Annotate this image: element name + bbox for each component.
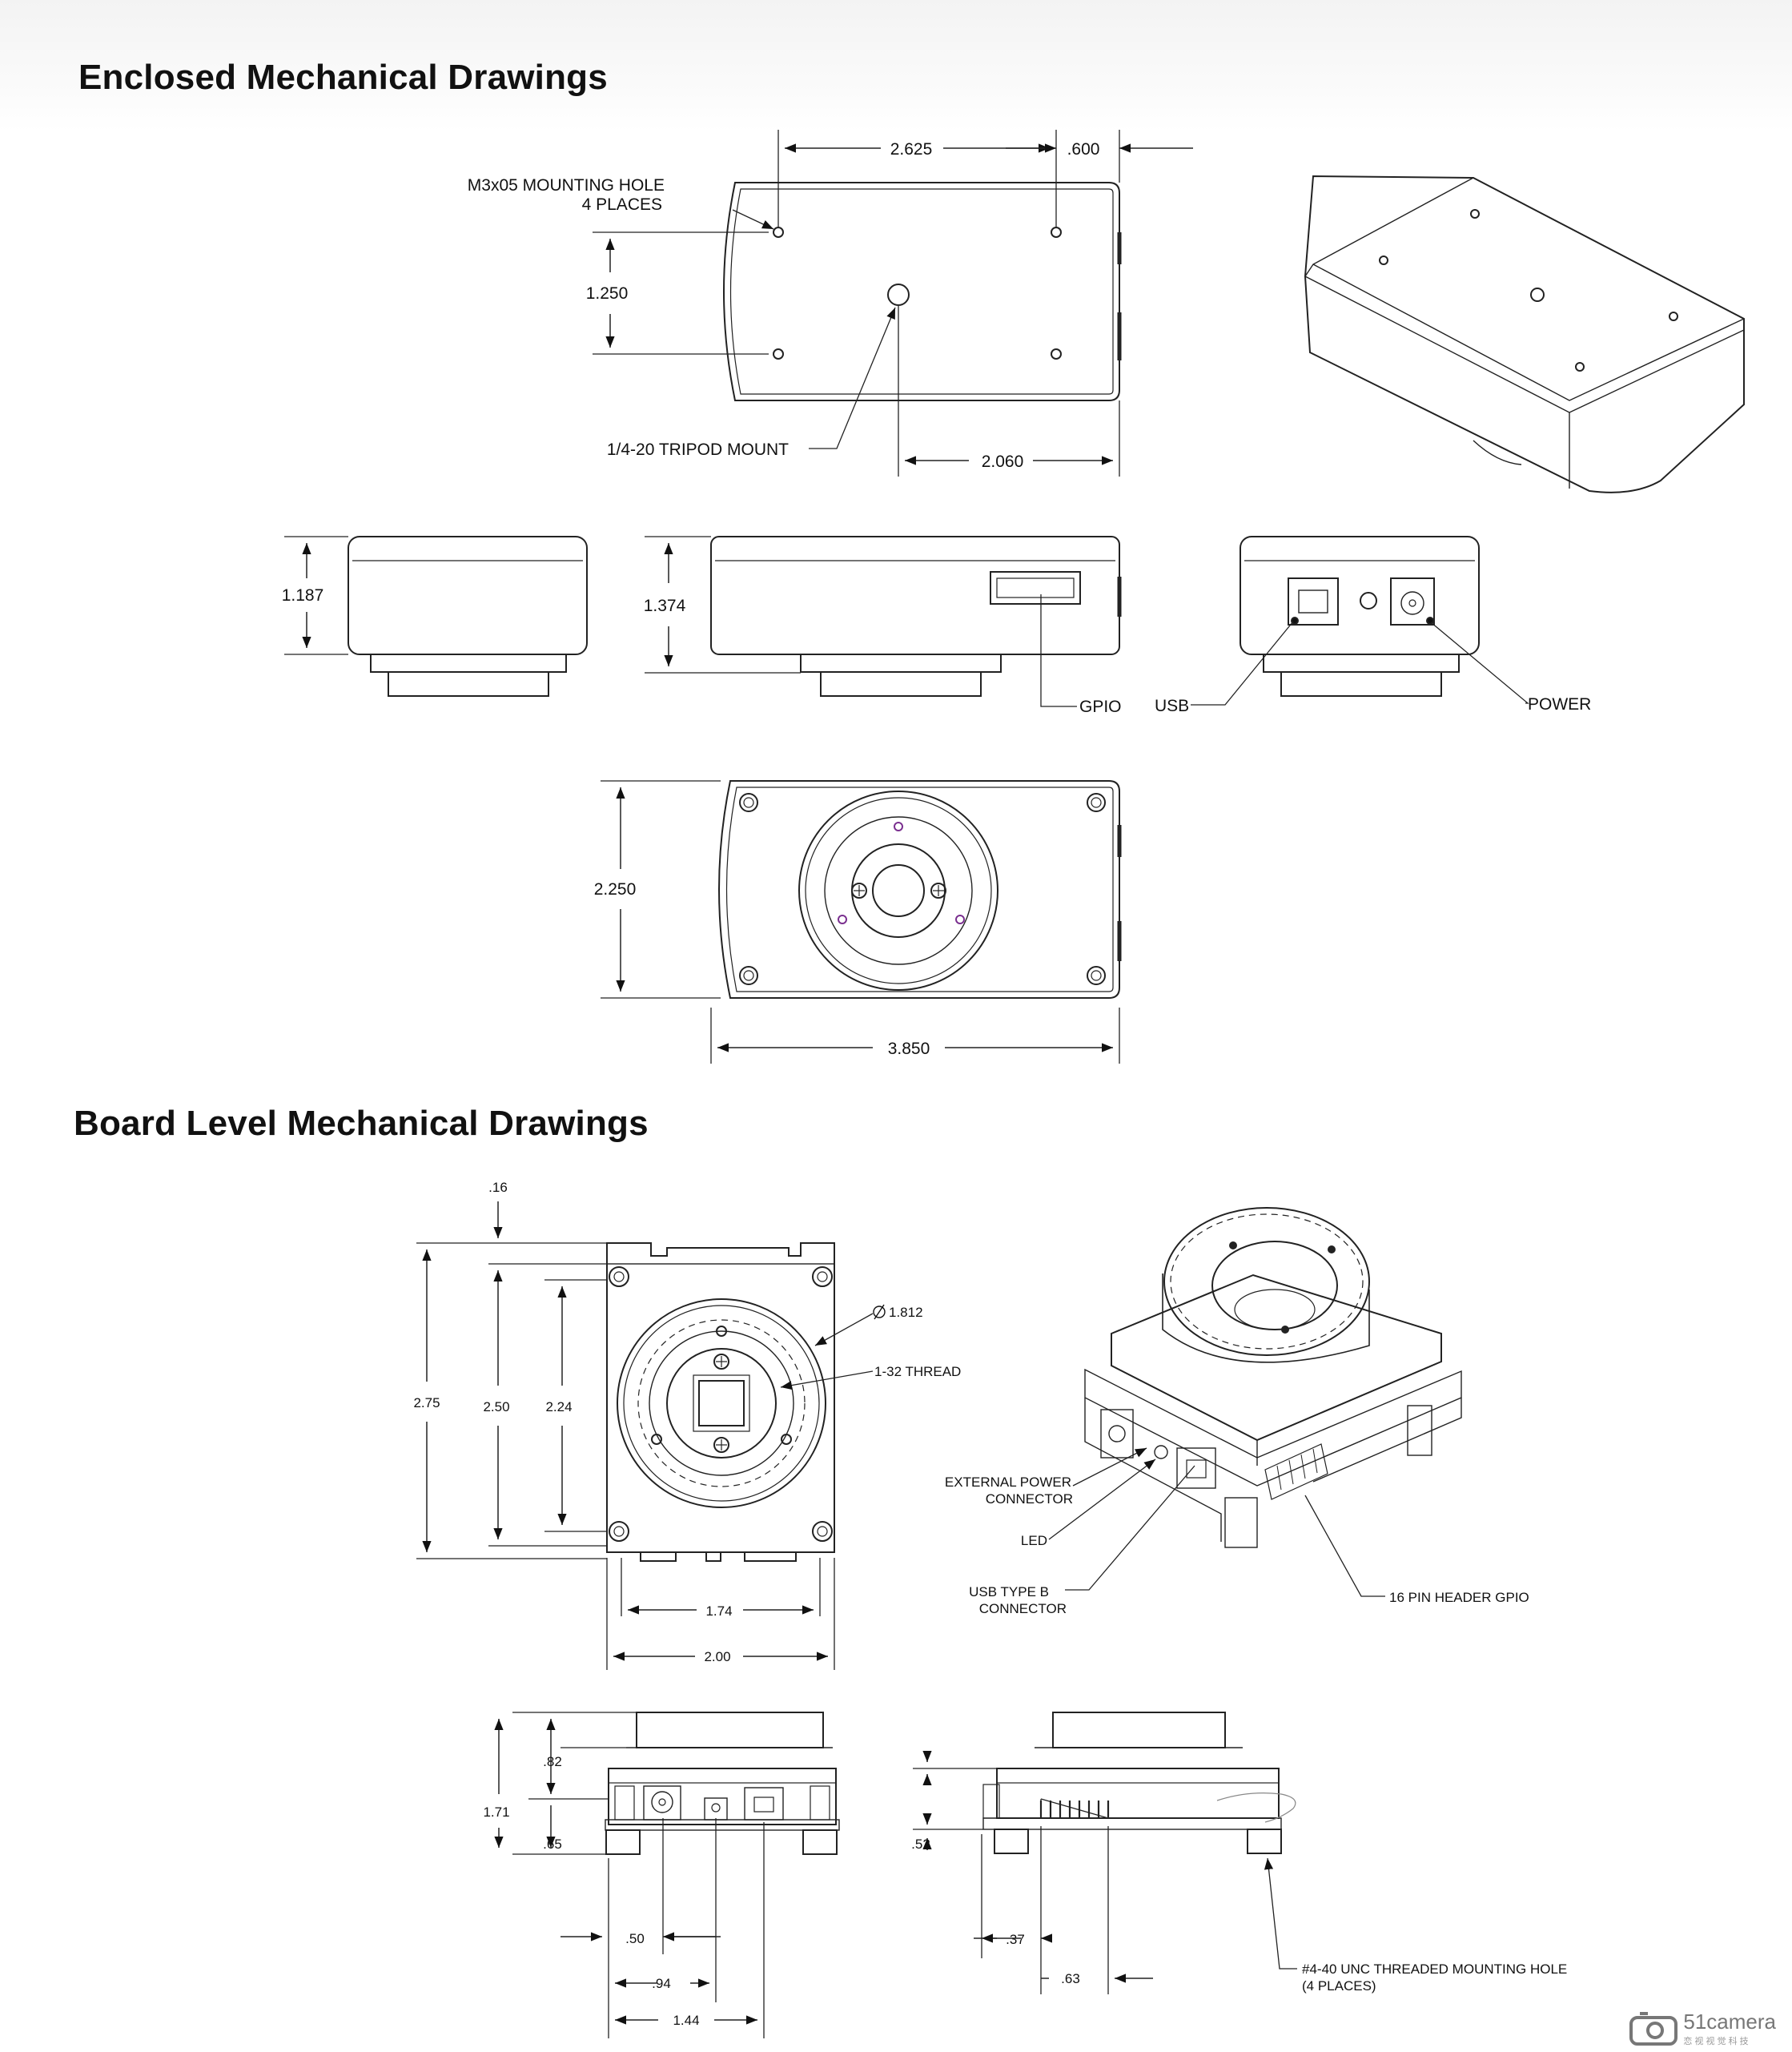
board-front-view bbox=[416, 1201, 874, 1670]
dim-side-height-b: 1.374 bbox=[644, 597, 686, 615]
dim-side-e: 1.44 bbox=[673, 2013, 699, 2028]
callout-usb: USB bbox=[1155, 697, 1189, 715]
watermark-brand: 51camera bbox=[1683, 2010, 1776, 2034]
enclosed-side-view-gpio bbox=[645, 536, 1122, 707]
sensor-icon bbox=[698, 1380, 745, 1426]
enclosed-side-view-left bbox=[284, 536, 588, 697]
board-side-view-left bbox=[494, 1712, 840, 2038]
lens-mount-icon bbox=[798, 791, 998, 991]
dim-board-h1: 2.75 bbox=[413, 1395, 440, 1410]
dim-side-a: .82 bbox=[543, 1754, 562, 1769]
watermark: 51camera 恋 视 视 觉 科 技 bbox=[1629, 2010, 1776, 2047]
gpio-connector-icon bbox=[990, 571, 1081, 605]
dim-right-a: .52 bbox=[911, 1837, 930, 1852]
dim-right-b: .37 bbox=[1006, 1932, 1025, 1947]
dim-board-h2: 2.50 bbox=[483, 1399, 509, 1414]
callout-usb-b-2: CONNECTOR bbox=[979, 1601, 1067, 1616]
callout-gpio: GPIO bbox=[1079, 698, 1122, 716]
callout-led: LED bbox=[1021, 1533, 1047, 1548]
enclosed-heading: Enclosed Mechanical Drawings bbox=[78, 58, 608, 97]
board-side-view-right bbox=[913, 1712, 1297, 1994]
callout-mounting-hole: M3x05 MOUNTING HOLE bbox=[468, 176, 665, 195]
lens-ring-icon bbox=[617, 1298, 826, 1508]
dim-top-edge: .600 bbox=[1067, 140, 1100, 159]
callout-mount-hole-1: #4-40 UNC THREADED MOUNTING HOLE bbox=[1302, 1961, 1567, 1977]
dim-side-total: 1.71 bbox=[483, 1805, 509, 1820]
dim-front-width: 3.850 bbox=[888, 1040, 930, 1058]
board-heading: Board Level Mechanical Drawings bbox=[74, 1104, 649, 1143]
dim-board-w1: 1.74 bbox=[705, 1603, 732, 1619]
callout-tripod-mount: 1/4-20 TRIPOD MOUNT bbox=[607, 441, 789, 459]
power-jack-icon bbox=[1390, 577, 1435, 626]
board-iso-view bbox=[1048, 1207, 1462, 1597]
dim-side-height-a: 1.187 bbox=[282, 586, 324, 605]
enclosed-iso-view bbox=[1304, 175, 1745, 493]
enclosed-top-view bbox=[593, 130, 1193, 477]
callout-power: POWER bbox=[1528, 695, 1591, 714]
enclosed-back-view bbox=[1191, 536, 1529, 706]
diameter-icon bbox=[873, 1304, 886, 1320]
led-icon bbox=[1360, 592, 1377, 610]
usb-port-icon bbox=[1288, 577, 1339, 626]
dim-side-b: .65 bbox=[543, 1837, 562, 1852]
callout-mount-hole-2: (4 PLACES) bbox=[1302, 1978, 1376, 1994]
dim-side-c: .50 bbox=[625, 1931, 645, 1946]
dim-board-h3: 2.24 bbox=[545, 1399, 572, 1414]
dim-right-c: .63 bbox=[1061, 1971, 1080, 1986]
dim-tripod: 2.060 bbox=[982, 453, 1024, 471]
dim-board-top: .16 bbox=[488, 1180, 508, 1195]
enclosed-front-view bbox=[601, 780, 1122, 1064]
callout-mounting-qty: 4 PLACES bbox=[582, 195, 662, 214]
callout-ext-power-2: CONNECTOR bbox=[986, 1491, 1073, 1507]
callout-diameter: 1.812 bbox=[889, 1305, 923, 1320]
camera-logo-icon bbox=[1629, 2011, 1678, 2046]
callout-ext-power-1: EXTERNAL POWER bbox=[945, 1475, 1071, 1490]
callout-16pin-gpio: 16 PIN HEADER GPIO bbox=[1389, 1590, 1529, 1605]
dim-board-w2: 2.00 bbox=[704, 1649, 730, 1664]
mounting-hole-icon bbox=[773, 227, 784, 238]
dim-front-height: 2.250 bbox=[594, 880, 637, 899]
dim-top-width: 2.625 bbox=[890, 140, 933, 159]
callout-usb-b-1: USB TYPE B bbox=[969, 1584, 1049, 1599]
tripod-mount-icon bbox=[887, 284, 910, 306]
callout-thread: 1-32 THREAD bbox=[874, 1364, 961, 1379]
dim-hole-spacing: 1.250 bbox=[586, 284, 629, 303]
dim-side-d: .94 bbox=[652, 1976, 671, 1991]
watermark-sub: 恋 视 视 觉 科 技 bbox=[1683, 2037, 1749, 2046]
header-band bbox=[0, 0, 1792, 132]
